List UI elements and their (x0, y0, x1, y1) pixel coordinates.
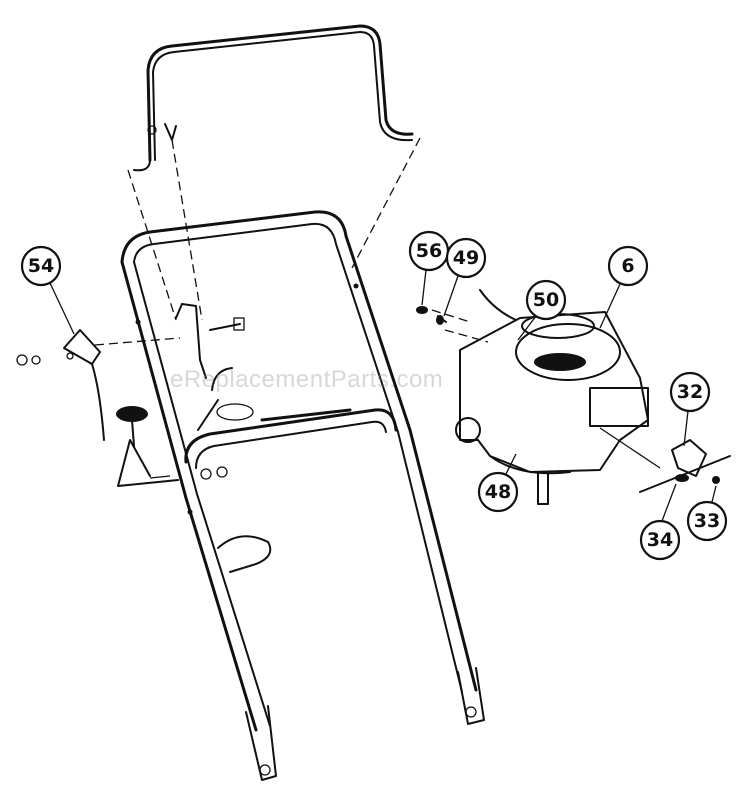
callout-34-label: 34 (647, 529, 673, 551)
callout-50-label: 50 (533, 289, 559, 311)
handle-clip (217, 535, 272, 573)
callout-49-label: 49 (453, 247, 479, 269)
callout-6: 6 (599, 245, 649, 329)
callout-50: 50 (517, 279, 567, 341)
upper-handle (133, 24, 414, 172)
callout-54-label: 54 (28, 255, 54, 277)
callout-48: 48 (477, 453, 519, 513)
callout-49: 49 (443, 237, 487, 317)
engine (455, 289, 661, 505)
callout-56-label: 56 (416, 240, 442, 262)
callout-33: 33 (686, 485, 728, 542)
bolts-56-49 (416, 306, 447, 325)
callout-32-label: 32 (677, 381, 703, 403)
assembly-lines (94, 137, 489, 346)
callout-56: 56 (408, 230, 450, 306)
callout-33-label: 33 (694, 510, 720, 532)
control-cable (260, 408, 352, 422)
callout-34: 34 (639, 483, 681, 561)
control-lever (175, 303, 254, 431)
knob-assembly (116, 406, 228, 487)
throttle-control (16, 329, 105, 441)
callout-54: 54 (20, 245, 75, 335)
callout-32: 32 (669, 371, 711, 447)
cable-bracket (639, 439, 731, 493)
callout-6-label: 6 (621, 255, 634, 277)
callout-48-label: 48 (485, 481, 511, 503)
main-handle (120, 210, 485, 781)
